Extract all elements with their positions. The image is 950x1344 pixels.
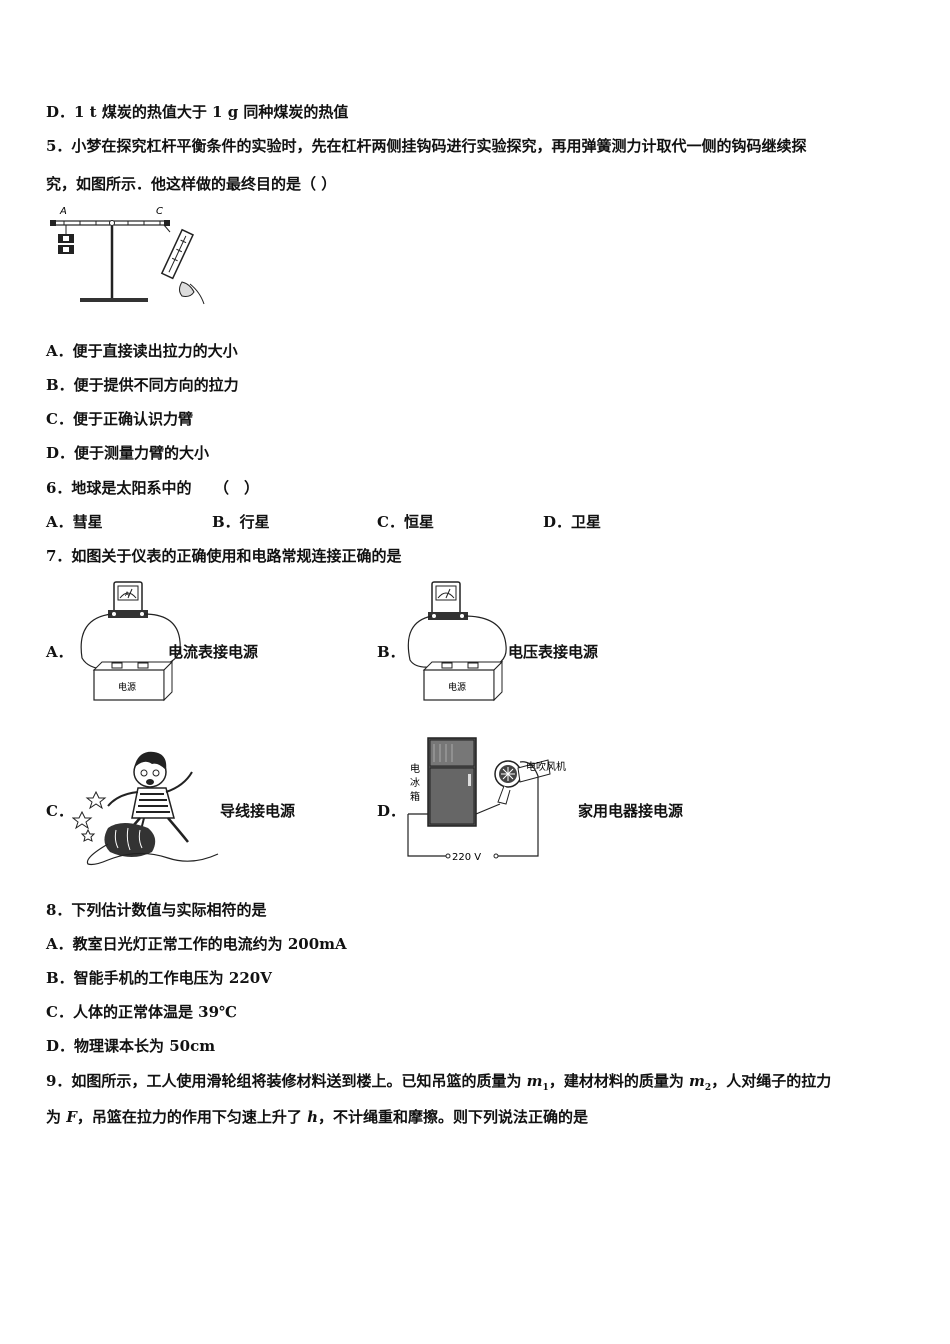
spark-stars [72, 790, 107, 842]
q4-option-d: D．1 t 煤炭的热值大于 1 g 同种煤炭的热值 [46, 103, 349, 121]
lever-stand-base [80, 298, 148, 302]
q7-option-a-caption: 电流表接电源 [168, 643, 259, 661]
q5-option-d: D．便于测量力臂的大小 [46, 444, 210, 462]
q8-option-b: B．智能手机的工作电压为 220V [46, 969, 272, 987]
spring-scale [160, 228, 194, 280]
q6-option-b: B．行星 [212, 513, 270, 531]
svg-text:A: A [125, 591, 130, 598]
lever-figure: A C [50, 206, 205, 305]
q8-option-a: A．教室日光灯正常工作的电流约为 200mA [46, 935, 347, 953]
q7-option-d-letter: D． [377, 802, 406, 820]
appliance-circuit-figure: 电 冰 箱 电吹风机 220 V [407, 737, 566, 863]
lever-label-c: C [156, 206, 163, 217]
fridge-label: 电 冰 箱 [410, 762, 423, 803]
q8-option-d: D．物理课本长为 50cm [46, 1037, 216, 1055]
q6-option-c: C．恒星 [377, 513, 434, 531]
q5-stem-line1: 5．小梦在探究杠杆平衡条件的实验时，先在杠杆两侧挂钩码进行实验探究，再用弹簧测力… [46, 137, 807, 155]
battery-box-b: 电源 [422, 660, 504, 702]
hand [179, 281, 195, 297]
ammeter-circuit-figure: A 电源 [80, 581, 181, 702]
voltmeter-circuit-figure: 电源 [407, 581, 507, 702]
dryer-label: 电吹风机 [526, 760, 566, 773]
q5-option-a: A．便于直接读出拉力的大小 [46, 342, 238, 360]
q7-option-c-caption: 导线接电源 [220, 802, 296, 820]
hair-dryer-icon [494, 759, 551, 805]
q6-option-d: D．卫星 [543, 513, 602, 531]
q9-stem-line2: 为 F，吊篮在拉力的作用下匀速上升了 h，不计绳重和摩擦。则下列说法正确的是 [46, 1108, 589, 1126]
voltmeter-icon [428, 581, 468, 620]
svg-text:电源: 电源 [448, 681, 466, 693]
q7-option-d-caption: 家用电器接电源 [578, 802, 684, 820]
battery-c [104, 823, 156, 857]
q5-option-c: C．便于正确认识力臂 [46, 410, 193, 428]
q7-option-b-caption: 电压表接电源 [508, 643, 599, 661]
voltage-label: 220 V [452, 852, 481, 863]
battery-box-a: 电源 [92, 660, 174, 702]
q9-stem-line1: 9．如图所示，工人使用滑轮组将装修材料送到楼上。已知吊篮的质量为 m1，建材材料… [46, 1072, 832, 1093]
q6-stem: 6．地球是太阳系中的 （ ） [46, 479, 259, 497]
svg-text:电源: 电源 [118, 681, 136, 693]
hook-weights [58, 234, 74, 254]
q8-option-c: C．人体的正常体温是 39℃ [46, 1003, 238, 1021]
lever-label-a: A [59, 206, 67, 217]
q5-stem-line2: 究，如图所示．他这样做的最终目的是（ ） [46, 175, 337, 193]
ammeter-icon: A [108, 581, 148, 618]
q8-stem: 8．下列估计数值与实际相符的是 [46, 901, 267, 919]
wire-shock-figure [72, 751, 219, 866]
q7-option-a-letter: A． [46, 643, 73, 661]
q5-option-b: B．便于提供不同方向的拉力 [46, 376, 239, 394]
q6-option-a: A．彗星 [46, 513, 103, 531]
q7-option-b-letter: B． [377, 643, 405, 661]
q7-stem: 7．如图关于仪表的正确使用和电路常规连接正确的是 [46, 547, 402, 565]
fridge-icon [427, 737, 477, 827]
q7-option-c-letter: C． [46, 802, 73, 820]
